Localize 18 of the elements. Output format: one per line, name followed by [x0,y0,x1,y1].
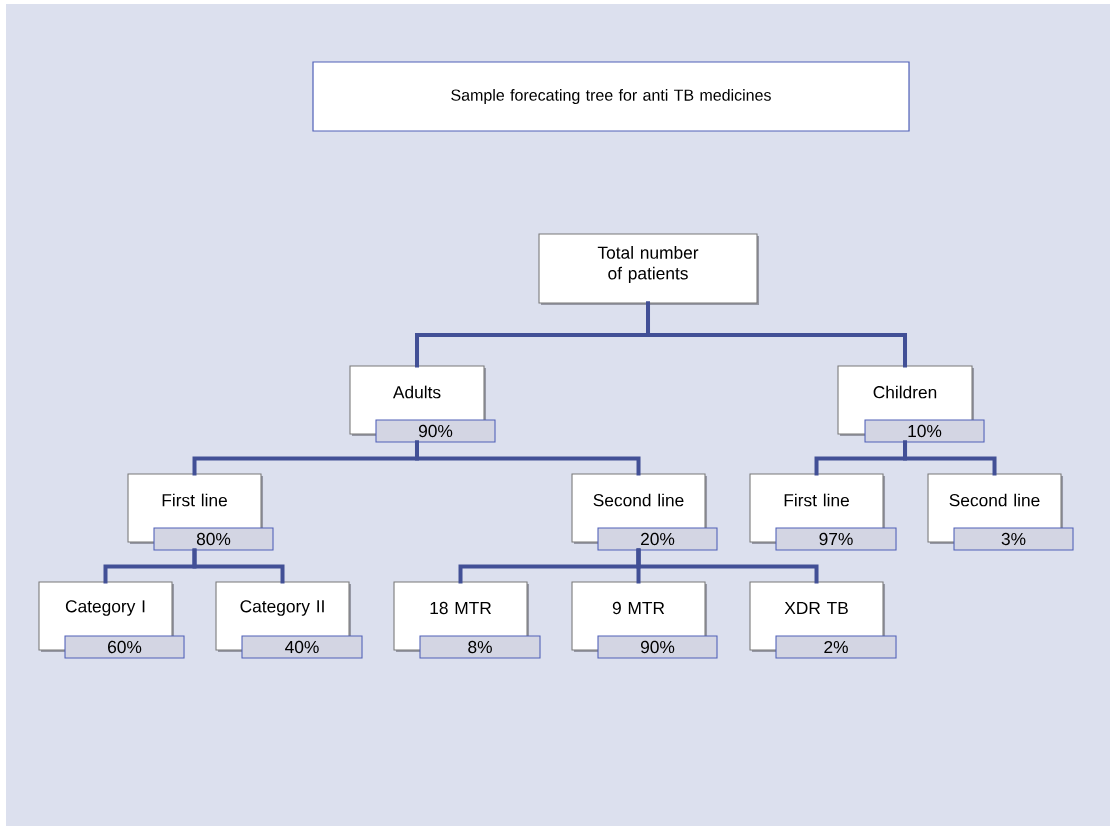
percent-tab: 10% [864,419,985,443]
connector [192,548,285,584]
connector [903,440,997,476]
connector [415,440,641,476]
connector [636,548,819,584]
percent-tab: 8% [419,635,541,659]
tree-box: Total number of patients [538,233,759,305]
percent-tab: 2% [775,635,897,659]
percent-tab: 97% [775,527,897,551]
title-box: Sample forecating tree for anti TB medicines [312,61,910,132]
percent-tab: 80% [153,527,274,551]
percent-tab: 90% [597,635,718,659]
percent-tab: 3% [953,527,1074,551]
percent-tab: 20% [597,527,718,551]
percent-tab: 60% [64,635,185,659]
percent-tab: 40% [241,635,363,659]
connector [646,301,907,368]
percent-tab: 90% [375,419,496,443]
